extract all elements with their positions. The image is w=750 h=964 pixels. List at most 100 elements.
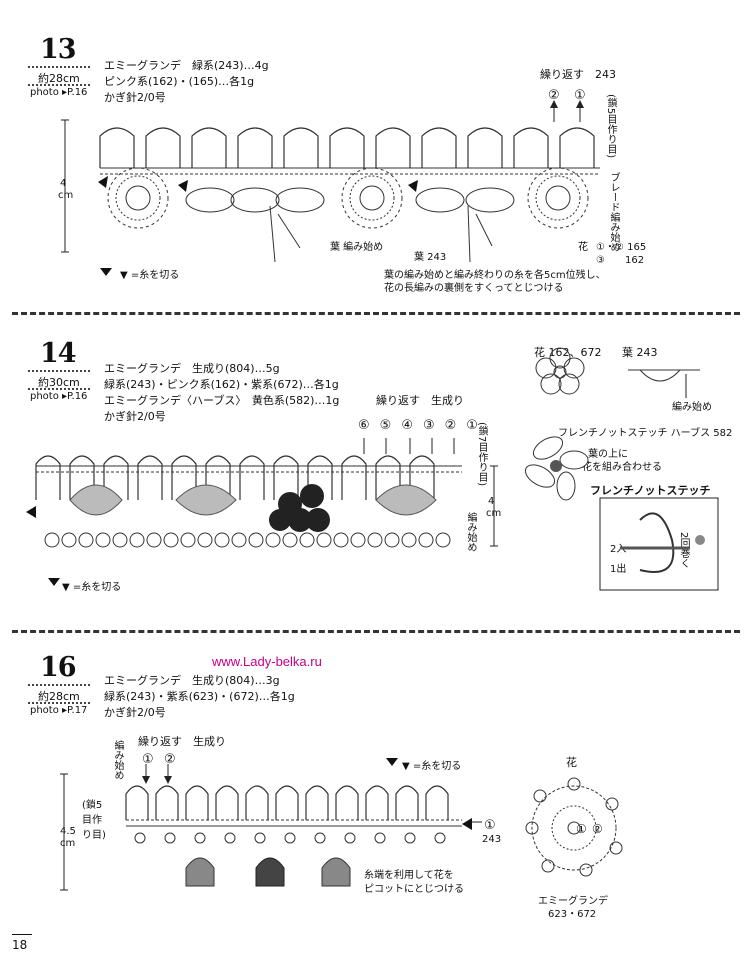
material-line: エミーグランデ 生成り(804)…3g [104, 674, 280, 687]
picot [434, 832, 446, 844]
material-line: かぎ針2/0号 [104, 91, 166, 104]
repeat-mark-2: ② [444, 418, 467, 433]
material-line: かぎ針2/0号 [104, 706, 166, 719]
chain-arch [329, 127, 365, 168]
divider [28, 684, 90, 686]
picot [384, 532, 400, 548]
pattern-13-number: 13 [40, 34, 77, 65]
picot [350, 532, 366, 548]
chain-arch [559, 127, 595, 168]
material-line: エミーグランデ 緑系(243)…4g [104, 59, 269, 72]
section-divider [12, 312, 740, 315]
repeat-mark-3: ③ [422, 418, 445, 433]
picot [404, 832, 416, 844]
page-number-rule [12, 934, 32, 935]
pattern-16-repeat-label: 繰り返す 生成り [138, 735, 226, 748]
pattern-16-flower-yarn: エミーグランデ [538, 896, 608, 907]
website-watermark[interactable]: www.Lady-belka.ru [212, 654, 322, 669]
pattern-14-size: 約30cm [38, 376, 80, 389]
pattern-16-end-color: 243 [482, 834, 502, 845]
picot [314, 832, 326, 844]
pattern-16-end-number: ① [484, 818, 496, 833]
picot [197, 532, 213, 548]
picot [418, 532, 434, 548]
picot [78, 532, 94, 548]
pattern-14-repeat-label: 繰り返す 生成り [376, 394, 464, 407]
chain-arch [137, 455, 163, 500]
picot [231, 532, 247, 548]
picot [367, 532, 383, 548]
picot [316, 532, 332, 548]
french-knot-yarn: フレンチノットステッチ ハーブス 582 [558, 428, 733, 439]
chain-arch [125, 785, 149, 820]
picot [129, 532, 145, 548]
picot [254, 832, 266, 844]
material-line: エミーグランデ〈ハーブス〉 黄色系(582)…1g [104, 394, 340, 407]
chain-arch [409, 455, 435, 500]
pattern-16-note: ピコットにとじつける [364, 884, 464, 895]
repeat-mark-1: ① [466, 418, 488, 433]
chain-arch [185, 785, 209, 820]
picot [265, 532, 281, 548]
chain-arch [205, 455, 231, 500]
chain-arch [69, 455, 95, 500]
pattern-13-flower-colors: ①・② 165 [596, 242, 647, 253]
material-line: ピンク系(162)・(165)…各1g [104, 75, 255, 88]
picot [194, 832, 206, 844]
chain-arch [283, 127, 319, 168]
chain-arch [215, 785, 239, 820]
divider [28, 66, 90, 68]
chain-arch [395, 785, 419, 820]
pattern-13-cut-legend: ▼ =糸を切る [120, 270, 180, 281]
picot [112, 532, 128, 548]
repeat-mark-2: ② [548, 88, 560, 103]
flower-round-2: ② [592, 822, 603, 836]
divider [28, 84, 90, 86]
chain-arch [467, 127, 503, 168]
picot [401, 532, 417, 548]
picot [284, 832, 296, 844]
repeat-mark-1: ① [142, 752, 154, 767]
material-line: 緑系(243)・ピンク系(162)・紫系(672)…各1g [104, 378, 339, 391]
pattern-14-leaf-label: 葉 243 [622, 346, 658, 359]
divider [28, 388, 90, 390]
pattern-16-height-unit: cm [60, 838, 76, 849]
pattern-14-photo-ref: photo ▸P.16 [30, 391, 88, 402]
picot [134, 832, 146, 844]
pattern-14-foundation-note: (鎖7目作り目) [476, 422, 487, 487]
page-number: 18 [12, 938, 28, 952]
chain-arch [273, 455, 299, 500]
chain-arch [103, 455, 129, 500]
pattern-14-leaf-start: 編み始め [672, 402, 712, 413]
pattern-13-braid-start: ブレード編み始め [608, 172, 619, 252]
pattern-13-materials: エミーグランデ 緑系(243)…4g ピンク系(162)・(165)…各1g か… [104, 58, 269, 106]
chain-arch [425, 785, 449, 820]
picot [61, 532, 77, 548]
divider [28, 702, 90, 704]
pattern-13-height: 4 [60, 178, 67, 189]
french-knot-wrap: 2回巻く [678, 532, 689, 569]
pattern-14-number: 14 [40, 338, 77, 369]
picot [164, 832, 176, 844]
chain-arch [513, 127, 549, 168]
picot [435, 532, 451, 548]
pattern-13-photo-ref: photo ▸P.16 [30, 87, 88, 98]
repeat-mark-6: ⑥ [358, 418, 380, 433]
divider [28, 370, 90, 372]
picot [344, 832, 356, 844]
picot [374, 832, 386, 844]
pattern-13-leaf-start: 葉 編み始め [330, 242, 384, 253]
chain-arch [375, 127, 411, 168]
pattern-16-note: 糸端を利用して花を [364, 870, 454, 881]
french-knot-step-out: 1出 [610, 564, 627, 575]
pattern-16-height: 4.5 [60, 826, 76, 837]
picot [180, 532, 196, 548]
chain-arch [171, 455, 197, 500]
chain-arch [245, 785, 269, 820]
section-divider [12, 630, 740, 633]
french-knot-step-in: 2入 [610, 544, 627, 555]
chain-arch [155, 785, 179, 820]
